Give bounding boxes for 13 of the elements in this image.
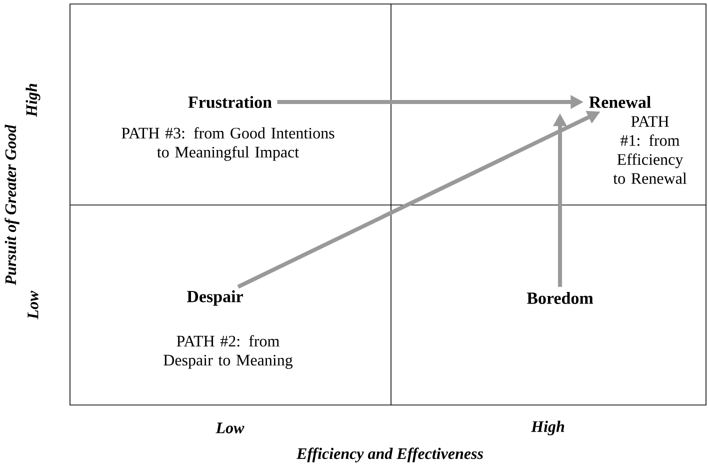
axis-label: Pursuit of Greater Good bbox=[4, 124, 20, 286]
quadrant-label: Renewal bbox=[589, 96, 651, 108]
axis-label: Efficiency and Effectiveness bbox=[296, 448, 483, 462]
path-note: PATH #2: from Despair to Meaning bbox=[164, 335, 293, 369]
axis-label: Low bbox=[28, 290, 38, 320]
quadrant-label: Boredom bbox=[526, 292, 594, 304]
axis-label: High bbox=[531, 420, 564, 436]
path-note: PATH #1: from Efficiency to Renewal bbox=[613, 116, 687, 184]
axis-label: High bbox=[26, 84, 40, 117]
quadrant-label: Despair bbox=[186, 290, 243, 306]
path-note: PATH #3: from Good Intentions to Meaningful Impact bbox=[122, 127, 334, 161]
quadrant-label: Frustration bbox=[188, 96, 272, 108]
axis-label: Low bbox=[216, 422, 244, 434]
